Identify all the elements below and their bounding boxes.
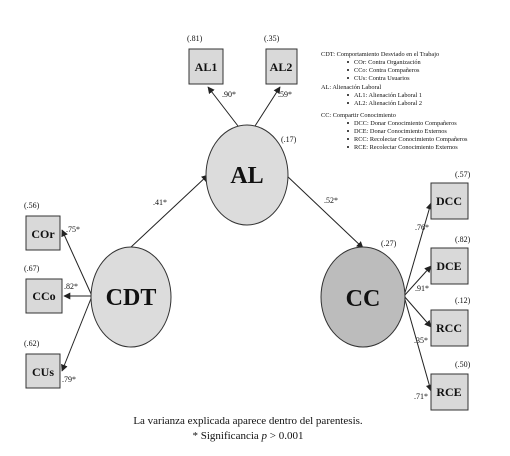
edge-cc-dcc (403, 202, 433, 297)
indicator-dcc-label: DCC (436, 194, 462, 208)
legend-bullet-icon (347, 77, 349, 79)
legend-bullet-icon (347, 138, 349, 140)
latent-cdt (90, 246, 172, 348)
legend-cc-item: RCE: Recolectar Conocimiento Externos (354, 144, 458, 151)
legend-bullet-icon (347, 146, 349, 148)
coef-rcc: .35* (414, 336, 428, 345)
legend-bullet-icon (347, 122, 349, 124)
indicator-al2-label: AL2 (270, 60, 293, 74)
indicator-al1-box (188, 48, 224, 85)
coef-cor: .75* (66, 225, 80, 234)
edge-al-cc (285, 174, 364, 249)
caption-line-2: * Significancia p > 0.001 (192, 430, 303, 442)
latent-al (205, 124, 289, 226)
indicator-dcc-box (430, 182, 469, 220)
indicator-dce-r2: (.82) (455, 235, 471, 244)
indicator-al2-box (265, 48, 298, 85)
coef-al1: .90* (222, 90, 236, 99)
edge-cc-dce (403, 265, 432, 297)
coef-cco: .82* (64, 282, 78, 291)
indicator-cus-r2: (.62) (24, 339, 40, 348)
indicator-dce-box (430, 247, 469, 285)
legend-bullet-icon (347, 102, 349, 104)
edge-cdt-al (129, 174, 209, 249)
indicator-rcc-box (430, 309, 469, 347)
legend-cdt-item: CUs: Contra Usuarios (354, 75, 410, 82)
caption-suffix: > 0.001 (267, 430, 303, 442)
coef-al2: .59* (278, 90, 292, 99)
edge-al-al1 (207, 86, 239, 127)
legend-bullet-icon (347, 94, 349, 96)
indicator-al1-label: AL1 (195, 60, 218, 74)
edge-cc-rcc (403, 295, 432, 328)
indicator-cus-label: CUs (32, 365, 54, 379)
edge-cdt-cus (61, 295, 93, 372)
legend-bullet-icon (347, 69, 349, 71)
latent-cc (320, 246, 406, 348)
indicator-rce-box (430, 373, 469, 411)
legend-al-item: AL2: Alienación Laboral 2 (354, 100, 422, 107)
indicator-cor-box (25, 215, 61, 251)
caption-p: p (261, 430, 268, 442)
indicator-al2-r2: (.35) (264, 34, 280, 43)
legend-bullet-icon (347, 61, 349, 63)
indicator-rcc-label: RCC (436, 321, 462, 335)
coef-cus: .79* (62, 375, 76, 384)
latent-cc-label: CC (346, 286, 381, 312)
indicator-rce-label: RCE (436, 385, 461, 399)
legend-cc-item: DCE: Donar Conocimiento Externos (354, 128, 447, 135)
indicator-rce-r2: (.50) (455, 360, 471, 369)
indicator-al1-r2: (.81) (187, 34, 203, 43)
legend-bullet-icon (347, 130, 349, 132)
caption-line-1: La varianza explicada aparece dentro del… (133, 415, 363, 427)
legend-cdt-item: CCo: Contra Compañeros (354, 67, 420, 74)
legend: CDT: Comportamiento Desviado en el Traba… (321, 51, 468, 151)
latent-cdt-label: CDT (106, 285, 157, 311)
indicator-cus-box (25, 353, 61, 389)
coef-rce: .71* (414, 392, 428, 401)
indicator-rcc-r2: (.12) (455, 296, 471, 305)
indicator-cor-label: COr (31, 227, 55, 241)
latent-al-r2: (.17) (281, 135, 297, 144)
indicator-dce-label: DCE (436, 259, 461, 273)
indicator-cco-r2: (.67) (24, 264, 40, 273)
latent-cc-r2: (.27) (381, 239, 397, 248)
caption-prefix: * Significancia (192, 430, 261, 442)
legend-al-title: AL: Alienación Laboral (321, 84, 381, 91)
coef-cdt-al: .41* (153, 198, 167, 207)
edge-cc-rce (403, 295, 433, 392)
indicator-dcc-r2: (.57) (455, 170, 471, 179)
legend-cc-title: CC: Compartir Conocimiento (321, 112, 396, 119)
indicator-cco-box (25, 278, 63, 314)
coef-dce: .91* (415, 284, 429, 293)
legend-cdt-title: CDT: Comportamiento Desviado en el Traba… (321, 51, 439, 58)
legend-cdt-item: COr: Contra Organización (354, 59, 422, 66)
latent-al-label: AL (230, 163, 263, 189)
coef-dcc: .76* (415, 223, 429, 232)
legend-cc-item: RCC: Recolectar Conocimiento Compañeros (354, 136, 468, 143)
edge-cdt-cor (61, 229, 93, 297)
indicator-cor-r2: (.56) (24, 201, 40, 210)
coef-al-cc: .52* (324, 196, 338, 205)
indicator-cco-label: CCo (32, 289, 55, 303)
legend-al-item: AL1: Alienación Laboral 1 (354, 92, 422, 99)
edge-al-al2 (254, 86, 281, 127)
legend-cc-item: DCC: Donar Conocimiento Compañeros (354, 120, 457, 127)
